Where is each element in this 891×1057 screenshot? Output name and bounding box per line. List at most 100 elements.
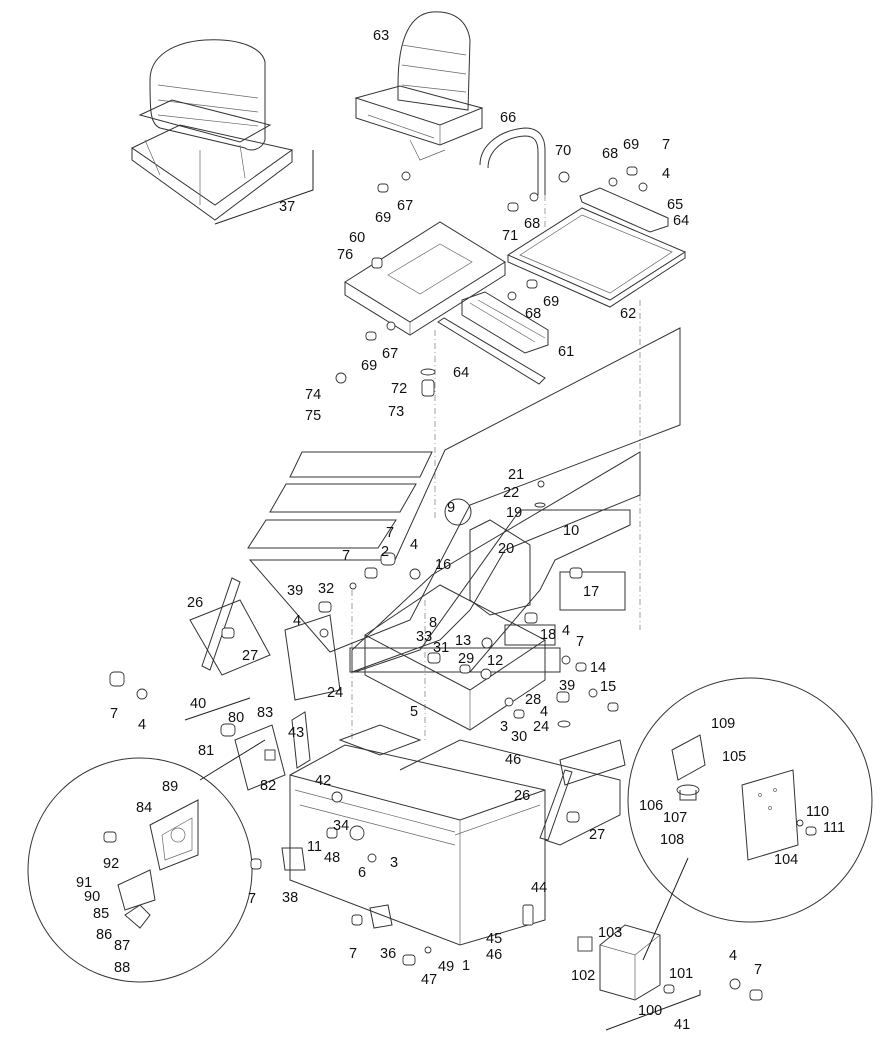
plate-38 [281,847,393,929]
callout-label: 33 [416,629,432,645]
callout-label: 32 [318,581,334,597]
callout-label: 60 [349,230,365,246]
callout-label: 19 [506,505,522,521]
callout-label: 75 [305,408,321,424]
callout-label: 7 [248,891,256,907]
callout-label: 7 [576,634,584,650]
callout-label: 72 [391,381,407,397]
callout-label: 41 [674,1017,690,1033]
callout-label: 46 [505,752,521,768]
callout-label: 107 [663,810,687,826]
callout-label: 9 [447,500,455,516]
callout-label: 74 [305,387,321,403]
callout-label: 105 [722,749,746,765]
callout-label: 17 [583,584,599,600]
callout-label: 64 [673,213,689,229]
callout-label: 101 [669,966,693,982]
callout-label: 62 [620,306,636,322]
callout-label: 21 [508,467,524,483]
callout-label: 14 [590,660,606,676]
callout-label: 28 [525,692,541,708]
callout-label: 49 [438,959,454,975]
callout-label: 1 [462,958,470,974]
cushion-band [247,327,681,673]
callout-label: 37 [279,199,295,215]
callout-label: 69 [361,358,377,374]
callout-label: 7 [110,706,118,722]
assembly-41 [577,924,701,1031]
callout-label: 100 [638,1003,662,1019]
callout-label: 27 [589,827,605,843]
callout-label: 68 [525,306,541,322]
seat-frame-60 [344,221,506,336]
mounting-plate-62 [506,187,687,308]
callout-label: 108 [660,832,684,848]
fasteners [109,166,817,1001]
callout-label: 87 [114,938,130,954]
callout-label: 13 [455,633,471,649]
callout-label: 4 [562,623,570,639]
callout-label: 65 [667,197,683,213]
rod-66 [479,127,546,195]
detail-circle-left [27,739,266,983]
callout-labels: 63 66 70 69 7 68 4 37 69 67 71 68 65 64 … [76,28,845,1033]
callout-label: 30 [511,729,527,745]
callout-label: 4 [662,166,670,182]
callout-label: 15 [600,679,616,695]
callout-label: 4 [729,948,737,964]
callout-label: 43 [288,725,304,741]
callout-label: 26 [187,595,203,611]
callout-label: 7 [662,137,670,153]
callout-label: 20 [498,541,514,557]
callout-label: 109 [711,716,735,732]
callout-label: 34 [333,818,349,834]
callout-label: 24 [533,719,549,735]
callout-label: 22 [503,485,519,501]
callout-label: 68 [524,216,540,232]
callout-label: 7 [349,946,357,962]
callout-label: 104 [774,852,798,868]
callout-label: 83 [257,705,273,721]
callout-label: 111 [823,820,845,836]
callout-label: 48 [324,850,340,866]
callout-label: 2 [381,544,389,560]
callout-label: 67 [397,198,413,214]
callout-label: 70 [555,143,571,159]
callout-label: 66 [500,110,516,126]
callout-label: 36 [380,946,396,962]
callout-label: 47 [421,972,437,988]
callout-label: 88 [114,960,130,976]
callout-label: 68 [602,146,618,162]
callout-label: 24 [327,685,343,701]
callout-label: 69 [375,210,391,226]
callout-label: 16 [435,557,451,573]
callout-label: 110 [806,804,829,820]
callout-label: 45 [486,931,502,947]
callout-label: 42 [315,773,331,789]
callout-label: 63 [373,28,389,44]
callout-label: 39 [287,583,303,599]
callout-label: 102 [571,968,595,984]
callout-label: 4 [138,717,146,733]
callout-label: 106 [639,798,663,814]
callout-label: 10 [563,523,579,539]
callout-label: 26 [514,788,530,804]
callout-label: 69 [623,137,639,153]
callout-label: 3 [500,719,508,735]
callout-label: 89 [162,779,178,795]
callout-label: 81 [198,743,214,759]
callout-label: 82 [260,778,276,794]
callout-label: 11 [307,839,322,855]
callout-label: 91 [76,875,92,891]
callout-label: 8 [429,615,437,631]
callout-label: 31 [433,640,449,656]
detail-circle-right [627,677,873,961]
callout-label: 90 [84,889,100,905]
callout-label: 3 [390,855,398,871]
seat-assembly-63 [354,11,484,161]
callout-label: 73 [388,404,404,420]
callout-label: 76 [337,247,353,263]
callout-label: 6 [358,865,366,881]
slide-rail-61 [437,291,549,385]
